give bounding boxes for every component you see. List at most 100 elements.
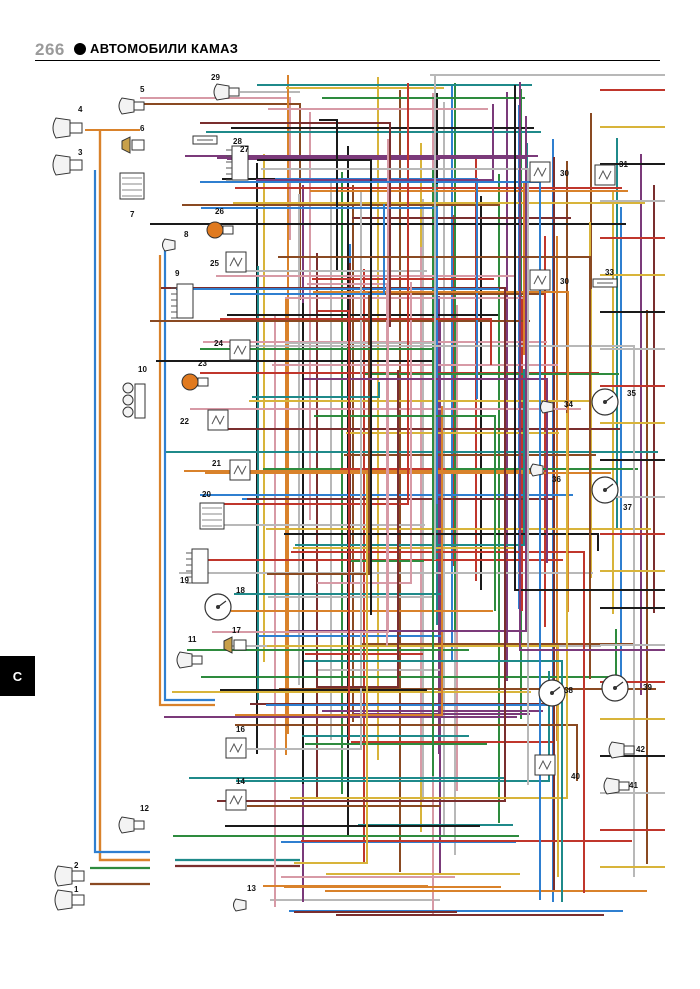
- component-label: 19: [180, 576, 189, 585]
- wire: [210, 83, 409, 505]
- sensor-icon: 34: [540, 400, 573, 414]
- component-label: 16: [236, 725, 245, 734]
- lamp-icon: 5: [118, 85, 145, 115]
- component-label: 30: [560, 277, 569, 286]
- wire: [256, 104, 494, 181]
- relay-icon: 40: [534, 754, 580, 781]
- relay-icon: 22: [180, 409, 229, 431]
- wire: [230, 204, 385, 295]
- component-label: 5: [140, 85, 145, 94]
- relay-icon: 31: [594, 160, 628, 186]
- page-number: 266: [35, 40, 65, 59]
- wire: [278, 256, 591, 679]
- component-label: 25: [210, 259, 219, 268]
- gauge-icon: 39: [601, 674, 652, 702]
- component-label: 9: [175, 269, 180, 278]
- component-label: 10: [138, 365, 147, 374]
- horn-icon: 17: [223, 626, 247, 654]
- wire: [201, 207, 438, 504]
- component-label: 6: [140, 124, 145, 133]
- connector-block-icon: 20: [199, 490, 225, 530]
- headlamp-icon: 1: [54, 885, 85, 911]
- wire: [295, 369, 525, 546]
- lamp-icon: 12: [118, 804, 149, 834]
- lamp-icon: 11: [176, 635, 203, 669]
- headlamp-icon: 4: [52, 105, 83, 139]
- component-label: 34: [564, 400, 573, 409]
- gauge-icon: 35: [591, 388, 636, 416]
- wire: [304, 660, 563, 902]
- section-tab: С: [0, 656, 35, 696]
- switch-block-icon: 9: [171, 269, 194, 319]
- wire: [200, 122, 391, 327]
- component-label: 42: [636, 745, 645, 754]
- sensor-icon: 8: [162, 230, 189, 252]
- wire: [514, 85, 665, 591]
- fuse-icon: 28: [192, 135, 242, 146]
- fuse-icon: 33: [592, 268, 618, 288]
- wire: [247, 192, 362, 750]
- motor-icon: 26: [206, 207, 234, 239]
- component-label: 12: [140, 804, 149, 813]
- section-tab-label: С: [12, 668, 23, 684]
- component-label: 1: [74, 885, 79, 894]
- wire: [236, 671, 550, 782]
- lamp-cluster-icon: 10: [122, 365, 147, 419]
- lamp-icon: 42: [608, 741, 645, 759]
- component-label: 28: [233, 137, 242, 146]
- component-label: 36: [552, 475, 561, 484]
- relay-icon: 14: [225, 777, 247, 811]
- component-label: 41: [629, 781, 638, 790]
- wire: [98, 130, 150, 862]
- component-label: 18: [236, 586, 245, 595]
- wire: [229, 345, 635, 877]
- page-header: 266 АВТОМОБИЛИ КАМАЗ: [35, 40, 660, 61]
- component-label: 8: [184, 230, 189, 239]
- component-label: 21: [212, 459, 221, 468]
- wire: [200, 348, 434, 776]
- wire: [261, 168, 529, 785]
- gauge-icon: 37: [591, 476, 632, 512]
- component-label: 20: [202, 490, 211, 499]
- headlamp-icon: 2: [54, 861, 85, 887]
- component-label: 38: [564, 686, 573, 695]
- wire: [257, 159, 372, 615]
- motor-icon: 23: [181, 359, 209, 391]
- component-label: 23: [198, 359, 207, 368]
- wire: [163, 245, 215, 702]
- component-label: 2: [74, 861, 79, 870]
- wire: [519, 82, 665, 651]
- component-label: 37: [623, 503, 632, 512]
- component-label: 3: [78, 148, 83, 157]
- component-label: 22: [180, 417, 189, 426]
- switch-block-icon: 19: [180, 548, 209, 585]
- component-label: 40: [571, 772, 580, 781]
- component-label: 35: [627, 389, 636, 398]
- wire: [290, 413, 568, 799]
- relay-icon: 24: [214, 339, 251, 361]
- wire: [314, 415, 496, 611]
- relay-icon: 30: [529, 161, 569, 183]
- header-rule: [35, 60, 660, 61]
- wire: [93, 170, 150, 854]
- component-label: 26: [215, 207, 224, 216]
- wire: [140, 97, 291, 240]
- horn-icon: 6: [121, 124, 145, 154]
- bullet-dot-icon: [74, 43, 86, 55]
- wire: [235, 406, 443, 716]
- book-title: АВТОМОБИЛИ КАМАЗ: [90, 41, 239, 56]
- wire: [318, 370, 399, 688]
- sensor-icon: 36: [530, 463, 561, 484]
- component-label: 13: [247, 884, 256, 893]
- relay-icon: 30: [529, 269, 569, 291]
- component-label: 27: [240, 145, 249, 154]
- relay-icon: 25: [210, 251, 247, 273]
- sensor-icon: 13: [233, 884, 256, 912]
- lamp-icon: 41: [603, 777, 638, 795]
- component-label: 14: [236, 777, 245, 786]
- connector-block-icon: 7: [119, 172, 145, 219]
- lamp-icon: 29: [211, 73, 240, 101]
- wire: [212, 139, 389, 633]
- component-label: 31: [619, 160, 628, 169]
